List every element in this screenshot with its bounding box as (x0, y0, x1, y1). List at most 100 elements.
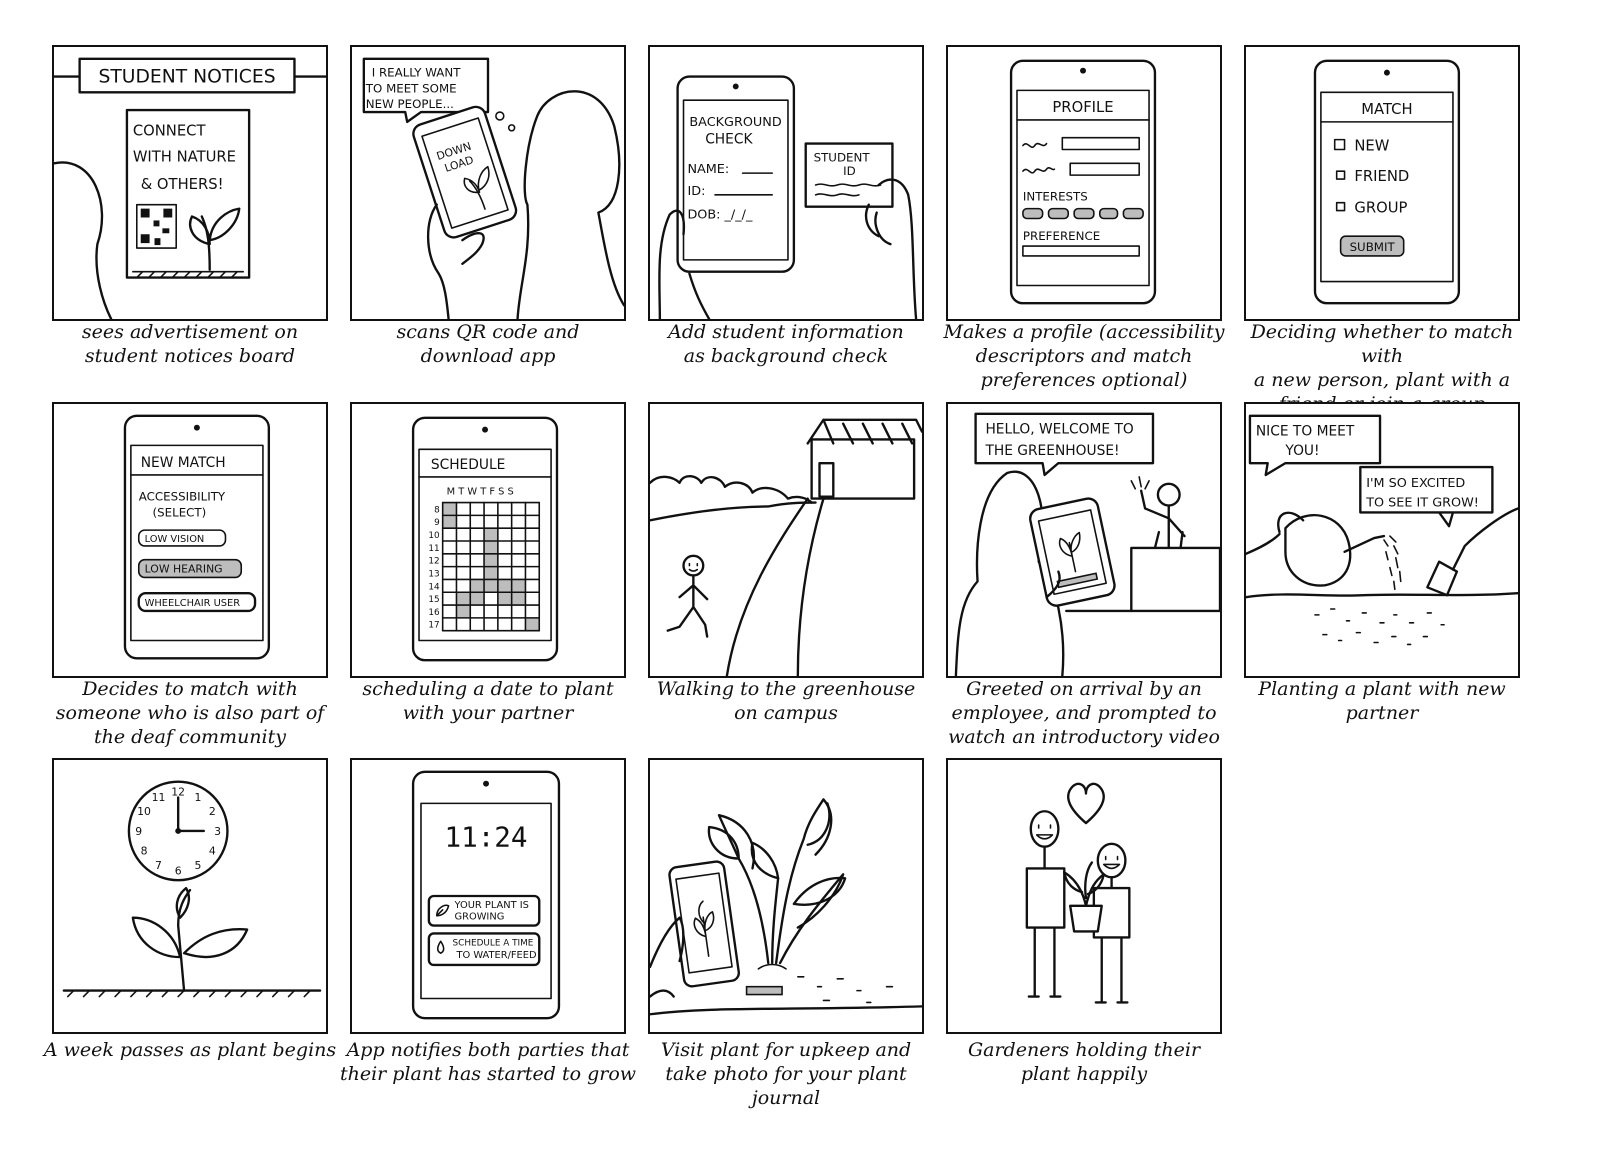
panel-5-match: MATCH NEW FRIEND GROUP SUBMIT (1244, 45, 1520, 321)
clock-number: 5 (194, 859, 201, 872)
panel-3-background-check: BACKGROUND CHECK NAME: ID: DOB: _/_/_ ST… (648, 45, 924, 321)
caption-11: A week passes as plant begins (43, 1039, 337, 1061)
svg-text:NEW: NEW (1354, 137, 1389, 154)
svg-text:STUDENT: STUDENT (814, 150, 871, 164)
clock-number: 4 (209, 845, 216, 858)
svg-text:LOW HEARING: LOW HEARING (145, 563, 223, 576)
schedule-slot-busy (497, 579, 512, 593)
svg-text:NEW MATCH: NEW MATCH (141, 455, 226, 471)
schedule-hour-label: 11 (428, 544, 439, 554)
qr-code-icon (135, 203, 177, 249)
svg-text:(SELECT): (SELECT) (153, 505, 207, 519)
svg-text:YOUR PLANT IS: YOUR PLANT IS (453, 900, 528, 911)
svg-text:SUBMIT: SUBMIT (1350, 240, 1396, 254)
panel-14-gardeners (946, 758, 1222, 1034)
svg-text:HELLO, WELCOME TO: HELLO, WELCOME TO (985, 422, 1133, 438)
clock-number: 3 (214, 825, 221, 838)
svg-text:THE GREENHOUSE!: THE GREENHOUSE! (984, 443, 1119, 459)
schedule-hour-label: 17 (428, 621, 439, 631)
svg-text:SCHEDULE: SCHEDULE (431, 457, 506, 473)
svg-text:NEW PEOPLE...: NEW PEOPLE... (366, 97, 454, 111)
clock-number: 7 (155, 859, 162, 872)
svg-text:ID:: ID: (687, 184, 705, 199)
schedule-slot-busy (484, 540, 498, 554)
schedule-slot-busy (442, 515, 457, 529)
panel-8-walking-to-greenhouse (648, 402, 924, 678)
svg-text:INTERESTS: INTERESTS (1023, 190, 1088, 204)
panel-10-planting: NICE TO MEET YOU! I'M SO EXCITED TO SEE … (1244, 402, 1520, 678)
phone-icon: DOWN LOAD (412, 105, 518, 239)
svg-text:GROUP: GROUP (1354, 200, 1407, 217)
svg-text:& OTHERS!: & OTHERS! (141, 176, 224, 193)
schedule-slot-busy (456, 592, 471, 606)
schedule-hour-label: 15 (428, 595, 439, 605)
svg-text:TO SEE IT GROW!: TO SEE IT GROW! (1365, 495, 1479, 510)
svg-text:NAME:: NAME: (687, 162, 729, 177)
profile-title: PROFILE (1052, 99, 1113, 116)
schedule-slot-busy (484, 566, 498, 580)
lock-screen-time: 11:24 (445, 821, 528, 854)
svg-text:I'M SO EXCITED: I'M SO EXCITED (1366, 476, 1465, 491)
clock-number: 2 (209, 805, 216, 818)
panel-12-notification: 11:24 YOUR PLANT IS GROWING SCHEDULE A T… (350, 758, 626, 1034)
schedule-grid (441, 501, 541, 632)
sprout-icon (131, 886, 249, 992)
schedule-slot-busy (470, 579, 485, 593)
svg-text:GROWING: GROWING (454, 912, 504, 923)
clock-number: 1 (194, 791, 201, 804)
potted-plant-icon (1063, 861, 1105, 933)
schedule-slot-busy (456, 605, 471, 618)
schedule-slot-busy (484, 579, 498, 593)
schedule-hour-label: 8 (434, 505, 440, 515)
employee-waving-icon (1130, 476, 1186, 550)
gardener-right-icon (1092, 842, 1131, 1004)
notification-schedule (427, 932, 541, 967)
gardener-left-icon (1025, 810, 1066, 998)
schedule-hour-label: 9 (434, 518, 440, 528)
schedule-slot-busy (525, 617, 540, 631)
schedule-hour-label: 13 (428, 569, 439, 579)
svg-text:WITH NATURE: WITH NATURE (133, 148, 236, 165)
svg-text:TO MEET SOME: TO MEET SOME (365, 81, 457, 95)
svg-text:LOW VISION: LOW VISION (145, 534, 205, 545)
clock-number: 9 (135, 825, 142, 838)
svg-text:PREFERENCE: PREFERENCE (1023, 229, 1100, 243)
sprout-icon (188, 207, 241, 271)
panel-4-profile: PROFILE INTERESTS PREFERENCE (946, 45, 1222, 321)
svg-text:CHECK: CHECK (705, 132, 753, 148)
svg-text:I REALLY WANT: I REALLY WANT (372, 66, 462, 80)
svg-text:WHEELCHAIR USER: WHEELCHAIR USER (145, 598, 241, 609)
panel-1-notice-board: STUDENT NOTICES CONNECT WITH NATURE & OT… (52, 45, 328, 321)
watering-can-icon (1277, 511, 1386, 587)
person-walking-icon (666, 554, 709, 638)
clock-number: 6 (175, 864, 182, 877)
clock-number: 11 (152, 791, 166, 804)
schedule-slot-busy (497, 592, 512, 606)
svg-text:SCHEDULE A TIME: SCHEDULE A TIME (453, 938, 534, 948)
schedule-slot-busy (470, 592, 485, 606)
panel-6-new-match: NEW MATCH ACCESSIBILITY (SELECT) LOW VIS… (52, 402, 328, 678)
svg-text:BACKGROUND: BACKGROUND (689, 115, 781, 130)
panel-9-greeted: HELLO, WELCOME TO THE GREENHOUSE! (946, 402, 1222, 678)
schedule-slot-busy (442, 502, 457, 516)
svg-text:M T W T F S S: M T W T F S S (447, 487, 514, 498)
panel-2-download-app: I REALLY WANT TO MEET SOME NEW PEOPLE...… (350, 45, 626, 321)
svg-text:CONNECT: CONNECT (133, 123, 207, 140)
heart-icon (1067, 782, 1105, 825)
clock-number: 8 (141, 845, 148, 858)
schedule-hour-label: 10 (428, 531, 440, 541)
